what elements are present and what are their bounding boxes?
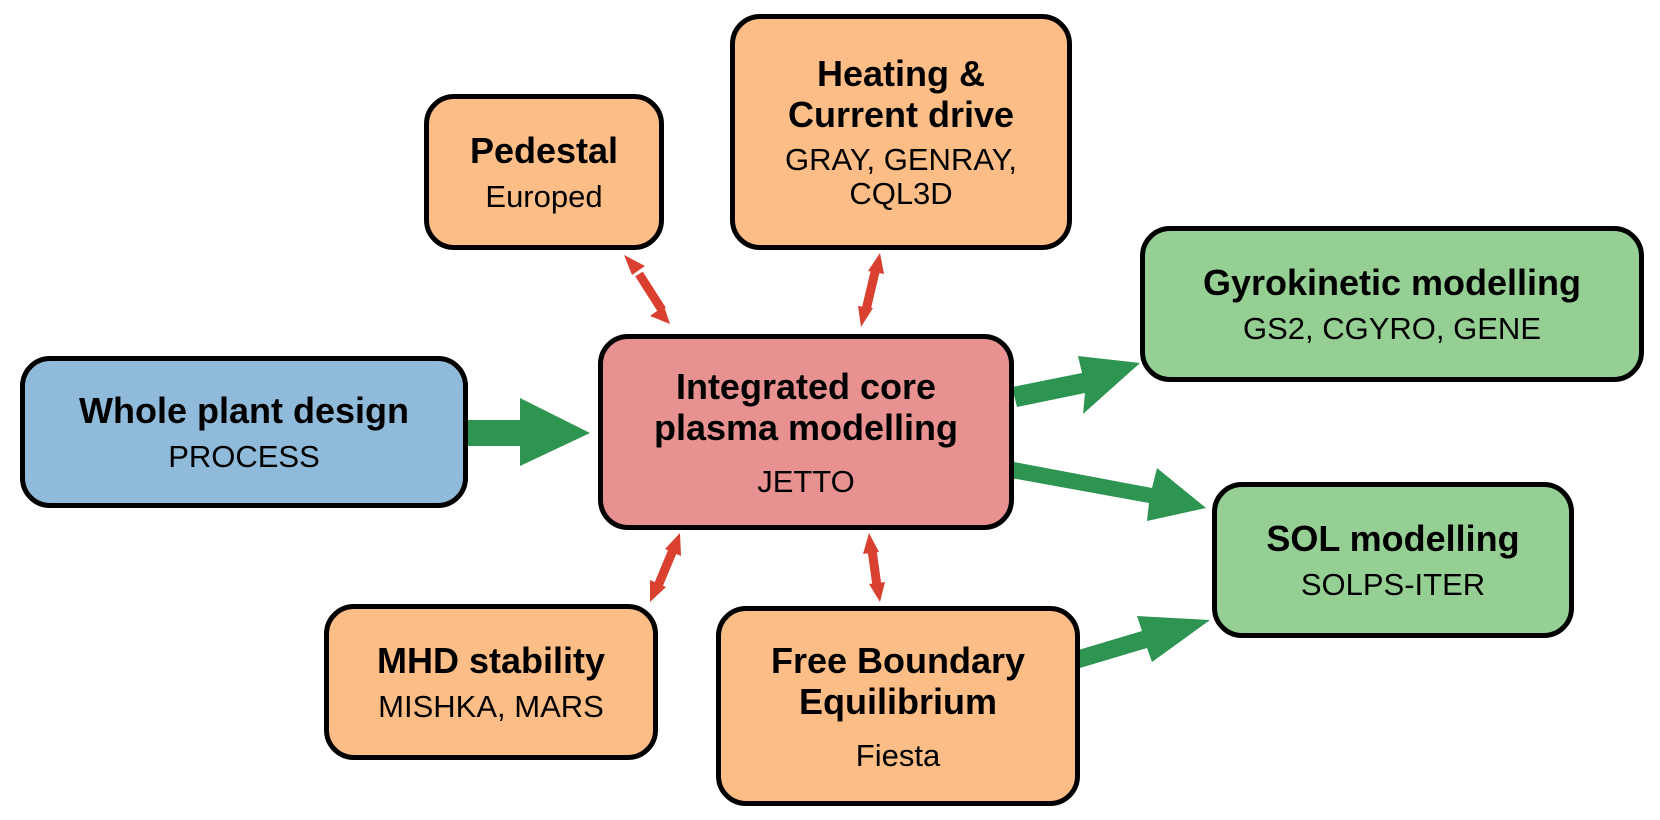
node-title: MHD stability	[376, 640, 606, 681]
coupling-arrow-core-heating	[858, 253, 884, 327]
node-pedestal: Pedestal Europed	[424, 94, 664, 250]
node-subtitle: Fiesta	[855, 737, 941, 773]
node-subtitle: Europed	[485, 179, 603, 214]
node-title: Free Boundary Equilibrium	[770, 639, 1026, 722]
node-title: SOL modelling	[1266, 518, 1520, 559]
flow-arrow-core-to-gyrokinetic	[1012, 356, 1140, 414]
node-free-boundary-equilibrium: Free Boundary Equilibrium Fiesta	[716, 606, 1080, 806]
node-integrated-core: Integrated core plasma modelling JETTO	[598, 334, 1014, 530]
node-gyrokinetic-modelling: Gyrokinetic modelling GS2, CGYRO, GENE	[1140, 226, 1644, 382]
node-title: Pedestal	[469, 130, 619, 171]
node-title: Gyrokinetic modelling	[1202, 262, 1582, 303]
node-title: Heating & Current drive	[787, 53, 1015, 135]
node-subtitle: SOLPS-ITER	[1300, 567, 1486, 602]
node-subtitle: MISHKA, MARS	[378, 689, 604, 724]
coupling-arrow-core-free-boundary	[863, 533, 885, 602]
node-whole-plant-design: Whole plant design PROCESS	[20, 356, 468, 508]
node-title: Whole plant design	[79, 390, 409, 431]
node-sol-modelling: SOL modelling SOLPS-ITER	[1212, 482, 1574, 638]
flow-arrow-core-to-sol	[1011, 462, 1206, 521]
flow-arrow-whole-plant-to-core	[464, 398, 590, 466]
node-subtitle: GRAY, GENRAY, CQL3D	[784, 142, 1017, 211]
coupling-arrow-core-pedestal	[624, 255, 670, 324]
node-heating-current-drive: Heating & Current drive GRAY, GENRAY, CQ…	[730, 14, 1072, 250]
node-mhd-stability: MHD stability MISHKA, MARS	[324, 604, 658, 760]
node-subtitle: JETTO	[757, 463, 855, 499]
flow-arrow-free-boundary-to-sol	[1075, 616, 1210, 668]
node-subtitle: GS2, CGYRO, GENE	[1242, 311, 1541, 346]
node-subtitle: PROCESS	[168, 439, 320, 474]
coupling-arrow-core-mhd	[650, 533, 681, 602]
node-title: Integrated core plasma modelling	[653, 365, 959, 448]
